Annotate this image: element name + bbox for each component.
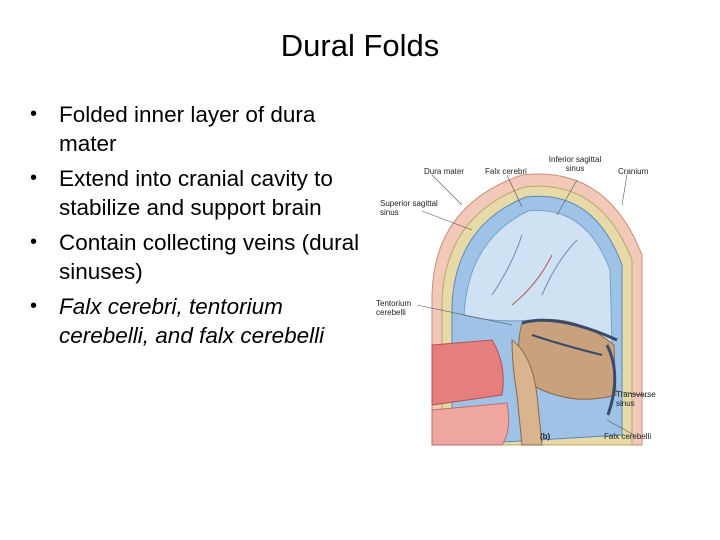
brainstem	[511, 338, 543, 446]
cerebral-vein	[541, 239, 578, 296]
bullet-dot: •	[30, 295, 38, 317]
bullet-item: • Folded inner layer of dura mater	[30, 100, 370, 158]
pointer-line	[611, 389, 651, 398]
label-falx-cerebri: Falx cerebri	[485, 167, 527, 176]
pointer-line	[416, 304, 513, 326]
label-transverse-sinus: Transverse sinus	[616, 390, 656, 408]
label-tentorium-cerebelli: Tentorium cerebelli	[376, 299, 412, 317]
label-cranium: Cranium	[618, 167, 649, 176]
bullet-text: Extend into cranial cavity to stabilize …	[59, 166, 333, 220]
head-sagittal-section	[416, 173, 651, 446]
transverse-sinus	[605, 344, 617, 416]
bullet-text: Folded inner layer of dura mater	[59, 102, 316, 156]
bullet-item: • Contain collecting veins (dural sinuse…	[30, 228, 370, 286]
pointer-line	[506, 174, 523, 208]
pointer-line	[621, 174, 628, 206]
bullet-text: Contain collecting veins (dural sinuses)	[59, 230, 360, 284]
bullet-dot: •	[30, 167, 38, 189]
tentorium-vein	[521, 318, 618, 342]
bullet-dot: •	[30, 231, 38, 253]
oral-region	[431, 402, 510, 446]
label-superior-sagittal-sinus: Superior sagittal sinus	[380, 199, 438, 217]
pointer-line	[421, 210, 473, 231]
bullet-text: Falx cerebri, tentorium cerebelli, and f…	[59, 294, 325, 348]
label-inferior-sagittal-sinus: Inferior sagittal sinus	[548, 155, 602, 173]
cerebral-vein	[491, 234, 523, 296]
pointer-line	[431, 174, 463, 206]
pointer-line	[606, 419, 635, 436]
label-panel-b: (b)	[540, 432, 551, 441]
dural-folds-illustration: Dura mater Falx cerebri Inferior sagitta…	[372, 145, 662, 450]
cerebral-vein	[511, 254, 553, 306]
bullet-list: • Folded inner layer of dura mater • Ext…	[30, 100, 370, 356]
bullet-item: • Falx cerebri, tentorium cerebelli, and…	[30, 292, 370, 350]
slide-title: Dural Folds	[280, 28, 440, 63]
nasal-cavity	[431, 339, 504, 406]
straight-sinus	[531, 334, 603, 356]
pointer-line	[556, 179, 578, 216]
bullet-item: • Extend into cranial cavity to stabiliz…	[30, 164, 370, 222]
bullet-dot: •	[30, 103, 38, 125]
label-falx-cerebelli: Falx cerebelli	[604, 432, 652, 441]
label-dura-mater: Dura mater	[424, 167, 465, 176]
